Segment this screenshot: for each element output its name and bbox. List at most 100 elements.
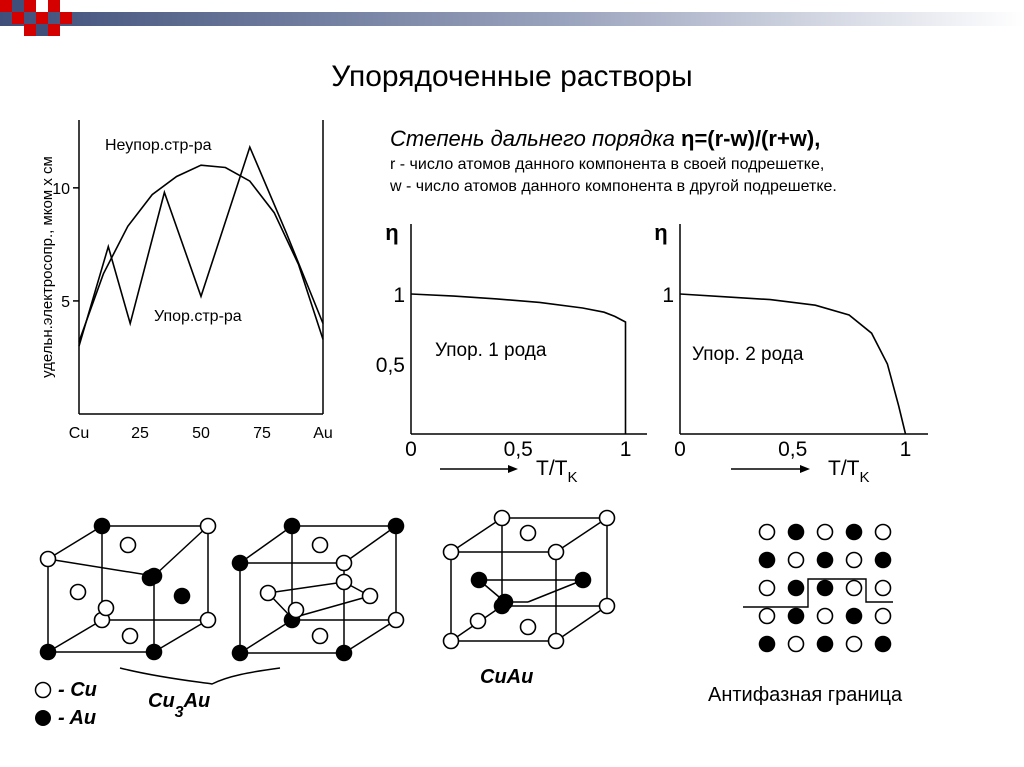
antiphase-caption: Антифазная граница (708, 684, 903, 706)
cu-atom (442, 632, 460, 650)
grid-au-atom (758, 551, 776, 569)
ordered-curve-label: Упор.стр-ра (154, 308, 242, 325)
formula-r-description: r - число атомов данного компонента в св… (390, 156, 825, 173)
order-curve (410, 293, 627, 434)
y-tick-label: 1 (393, 284, 405, 307)
cube-edge (153, 525, 209, 577)
cu-atom (387, 611, 405, 629)
cu-atom (598, 509, 616, 527)
grid-au-atom (787, 607, 805, 625)
slide-header-bar (0, 0, 1024, 36)
logo-squares-icon (0, 0, 72, 36)
inner-plane-edge (527, 579, 584, 603)
cu3au-caption: Cu3Au (148, 690, 211, 721)
antiphase-boundary-line (743, 578, 893, 608)
au-atom (387, 517, 405, 535)
cube-edge (47, 619, 103, 653)
au-atom (496, 593, 514, 611)
cube-edge (239, 619, 293, 654)
formula-label: Степень дальнего порядка (390, 126, 675, 151)
cu-atom (287, 601, 305, 619)
x-tick-label: 0 (674, 438, 686, 461)
grid-cu-atom (845, 579, 863, 597)
au-atom (93, 517, 111, 535)
au-atom (283, 517, 301, 535)
cube-edge (450, 517, 503, 553)
grid-cu-atom (758, 607, 776, 625)
legend-au: - Au (34, 704, 97, 732)
grid-au-atom (816, 635, 834, 653)
formula-w-description: w - число атомов данного компонента в др… (390, 178, 837, 195)
x-tick-label: 1 (900, 438, 912, 461)
legend-cu-label: - Cu (58, 678, 97, 701)
cu-atom (335, 573, 353, 591)
cu-atom (547, 543, 565, 561)
cu-atom (69, 583, 87, 601)
y-tick-label: 5 (61, 294, 70, 311)
inner-plane-edge (291, 595, 371, 619)
au-atom (335, 644, 353, 662)
cu-atom (442, 543, 460, 561)
cu-atom (311, 536, 329, 554)
cu-atom (39, 550, 57, 568)
grid-au-atom (787, 579, 805, 597)
grid-au-atom (874, 635, 892, 653)
grid-cu-atom (816, 523, 834, 541)
cu-atom (519, 524, 537, 542)
cube-edge (555, 517, 608, 553)
au-atom-icon (35, 710, 51, 726)
x-tick-label: 25 (131, 425, 149, 442)
y-tick-label: 0,5 (376, 354, 405, 377)
cube-edge (343, 619, 397, 654)
cu-atom (121, 627, 139, 645)
au-atom (231, 644, 249, 662)
grouping-brace (119, 667, 281, 685)
cu-atom-icon (34, 681, 52, 699)
x-tick-label: 0 (405, 438, 417, 461)
cu-atom (97, 599, 115, 617)
cu-atom (311, 627, 329, 645)
au-atom (574, 571, 592, 589)
grid-au-atom (845, 523, 863, 541)
au-atom (470, 571, 488, 589)
cube-edge (47, 558, 155, 577)
cu-atom (547, 632, 565, 650)
cu-atom (469, 612, 487, 630)
au-atom (145, 643, 163, 661)
grid-cu-atom (845, 551, 863, 569)
x-axis-label-subscript: K (568, 469, 578, 486)
au-atom (141, 569, 159, 587)
x-tick-label: 50 (192, 425, 210, 442)
cube-edge (153, 619, 209, 653)
cube-edge (555, 605, 608, 642)
formula-expression: η=(r-w)/(r+w), (681, 126, 821, 151)
grid-cu-atom (816, 607, 834, 625)
grid-au-atom (816, 579, 834, 597)
curve-annotation: Упор. 2 рода (692, 344, 804, 365)
y-tick-label: 1 (662, 284, 674, 307)
cu-atom (335, 554, 353, 572)
x-axis-label-subscript: K (860, 469, 870, 486)
cu-atom (598, 597, 616, 615)
grid-au-atom (874, 551, 892, 569)
x-tick-label: 75 (253, 425, 271, 442)
grid-cu-atom (758, 523, 776, 541)
disordered-curve-label: Неупор.стр-ра (105, 137, 212, 154)
cu-atom (199, 611, 217, 629)
x-tick-label: Au (313, 425, 333, 442)
cu-atom (519, 618, 537, 636)
legend-cu: - Cu (34, 676, 97, 704)
cu-atom (493, 509, 511, 527)
ordered-curve (78, 144, 324, 347)
atom-legend: - Cu - Au (34, 676, 97, 732)
grid-cu-atom (787, 635, 805, 653)
formula-line: Степень дальнего порядка η=(r-w)/(r+w), (390, 126, 1010, 152)
au-atom (231, 554, 249, 572)
grid-cu-atom (874, 579, 892, 597)
cu-atom (199, 517, 217, 535)
y-axis-label: η (385, 220, 398, 245)
inner-plane-edge (267, 581, 345, 594)
cube-edge (343, 525, 397, 564)
